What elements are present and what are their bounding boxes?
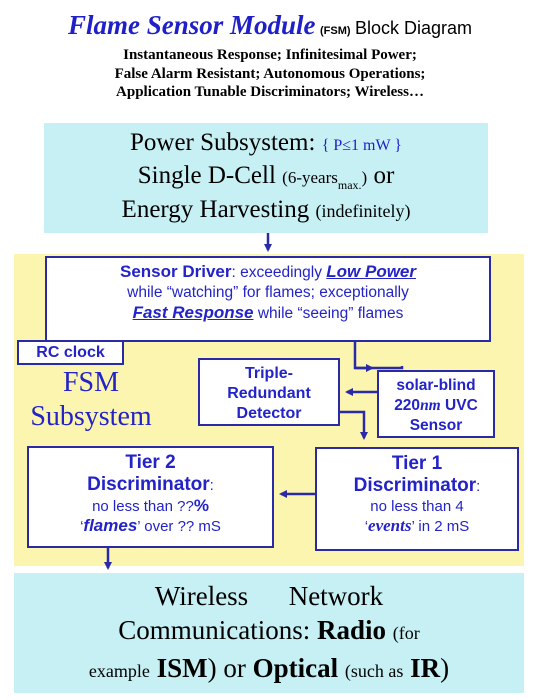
- tier-1-discriminator-box: Tier 1 Discriminator: no less than 4 ‘ev…: [315, 447, 519, 551]
- tier2-title: Tier 2: [125, 452, 176, 473]
- feature-line-3: Application Tunable Discriminators; Wire…: [116, 84, 424, 100]
- fsm-label-line-1: FSM: [62, 367, 120, 398]
- power-harvest-line: Energy Harvesting (indefinitely): [44, 193, 488, 228]
- fsm-subsystem-label: FSM Subsystem: [16, 366, 166, 434]
- feature-line-2: False Alarm Resistant; Autonomous Operat…: [114, 65, 426, 82]
- tier2-window: ‘flames’ over ?? mS: [80, 516, 221, 535]
- sensor-line-1: solar-blind: [396, 377, 476, 394]
- power-heading: Power Subsystem:: [130, 129, 316, 156]
- wireless-radio: Radio: [316, 615, 387, 645]
- tier1-title: Tier 1: [391, 453, 443, 474]
- power-heading-line: Power Subsystem: { P≤1 mW }: [44, 127, 488, 162]
- battery-life-sub: max.: [337, 178, 362, 192]
- power-battery-line: Single D-Cell (6-yearsmax.) or: [44, 159, 488, 202]
- feature-line-1: Instantaneous Response; Infinitesimal Po…: [123, 47, 417, 63]
- detector-line-3: Detector: [236, 405, 302, 422]
- wireless-communications-box: Wireless Network Communications: Radio (…: [14, 573, 524, 693]
- driver-text-2: while “watching” for flames; exceptional…: [127, 284, 409, 301]
- driver-fast-response: Fast Response: [132, 303, 254, 322]
- detector-line-2: Redundant: [227, 385, 311, 402]
- sensor-driver-box: Sensor Driver: exceedingly Low Power whi…: [45, 256, 491, 342]
- diagram-title: Flame Sensor Module (FSM) Block Diagram: [0, 10, 540, 41]
- uvc-sensor-box: solar-blind 220nm UVC Sensor: [377, 370, 495, 438]
- power-spec: { P≤1 mW }: [321, 137, 402, 154]
- triple-redundant-detector-box: Triple- Redundant Detector: [198, 358, 340, 426]
- title-abbreviation: (FSM): [319, 25, 351, 37]
- battery-label: Single D-Cell: [137, 162, 276, 189]
- title-module-name: Flame Sensor Module: [67, 10, 316, 40]
- wireless-ism: ISM: [156, 653, 208, 683]
- battery-life-close: ): [361, 168, 368, 187]
- rc-clock-box: RC clock: [17, 340, 124, 365]
- wireless-line-1: Wireless Network: [154, 581, 384, 611]
- title-suffix: Block Diagram: [354, 18, 473, 38]
- fsm-label-line-2: Subsystem: [30, 401, 152, 432]
- driver-text-1: : exceedingly: [231, 264, 327, 281]
- harvest-duration: (indefinitely): [315, 201, 411, 221]
- wireless-line-3: example ISM) or Optical (such as IR): [88, 653, 450, 683]
- tier1-discriminator: Discriminator: [353, 475, 477, 496]
- wireless-line-2: Communications: Radio (for: [118, 615, 420, 645]
- tier-2-discriminator-box: Tier 2 Discriminator: no less than ??% ‘…: [27, 446, 274, 548]
- tier1-threshold: no less than 4: [370, 498, 464, 515]
- driver-low-power: Low Power: [326, 262, 416, 281]
- sensor-line-2: 220nm UVC: [394, 397, 478, 414]
- tier2-flames: flames: [83, 516, 138, 535]
- detector-line-1: Triple-: [244, 365, 293, 382]
- tier1-window: ‘events’ in 2 mS: [364, 516, 470, 535]
- wireless-ir: IR: [410, 653, 441, 683]
- arrow-driver-to-sensor: [353, 342, 404, 370]
- power-subsystem-box: Power Subsystem: { P≤1 mW } Single D-Cel…: [44, 123, 488, 233]
- tier1-heading-line: Discriminator:: [353, 475, 481, 496]
- tier2-discriminator: Discriminator: [87, 474, 210, 495]
- tier2-heading-line: Discriminator:: [87, 474, 214, 495]
- sensor-line-3: Sensor: [409, 417, 463, 434]
- tier1-events: events: [368, 516, 412, 535]
- driver-text-3: while “seeing” flames: [253, 305, 404, 322]
- battery-life: (6-years: [282, 168, 338, 187]
- arrow-detector-to-tier1: [340, 410, 368, 440]
- driver-title: Sensor Driver: [119, 262, 232, 281]
- wireless-optical: Optical: [252, 653, 339, 683]
- tier2-threshold: no less than ??%: [92, 496, 209, 515]
- feature-summary: Instantaneous Response; Infinitesimal Po…: [0, 46, 540, 102]
- power-or: or: [373, 162, 395, 189]
- harvest-label: Energy Harvesting: [121, 196, 310, 223]
